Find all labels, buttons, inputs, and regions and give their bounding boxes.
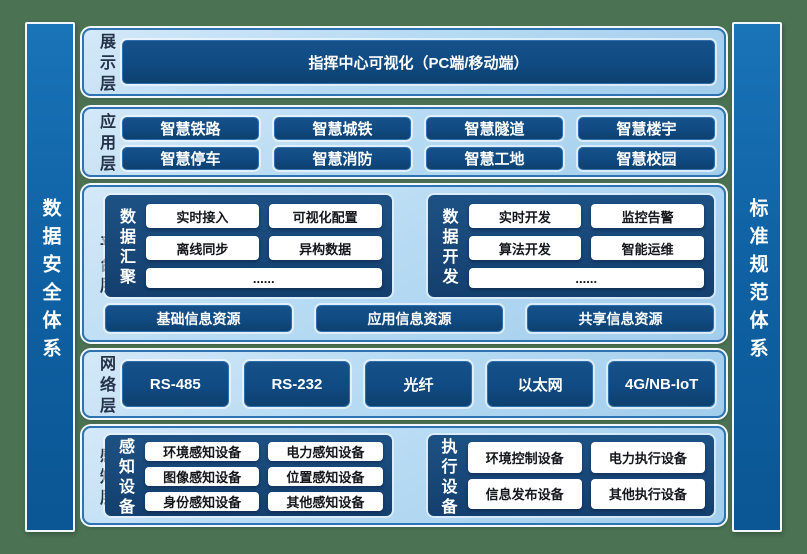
data-aggregation-label: 数据汇聚: [117, 208, 134, 288]
execution-devices-group: 执行设备 环境控制设备 电力执行设备 信息发布设备 其他执行设备: [427, 435, 714, 518]
data-aggregation-grid: 实时接入 可视化配置 离线同步 异构数据 ......: [146, 204, 382, 288]
sensing-box-environment: 环境感知设备: [145, 442, 260, 461]
resource-box-application-info: 应用信息资源: [316, 305, 503, 332]
network-box-4g-nb-iot: 4G/NB-IoT: [608, 361, 715, 407]
development-box-ellipsis: ......: [468, 268, 704, 288]
execution-box-other-execution: 其他执行设备: [590, 478, 705, 509]
perception-layer-content: 感知设备 环境感知设备 电力感知设备 图像感知设备 位置感知设备 身份感知设备 …: [105, 435, 714, 518]
information-resources-row: 基础信息资源 应用信息资源 共享信息资源: [105, 305, 714, 332]
resource-box-basic-info: 基础信息资源: [105, 305, 292, 332]
execution-box-info-publishing: 信息发布设备: [467, 478, 582, 509]
execution-box-power-execution: 电力执行设备: [590, 442, 705, 473]
sensing-box-identity: 身份感知设备: [145, 492, 260, 511]
app-box-smart-parking: 智慧停车: [122, 147, 259, 170]
network-layer-panel: 网络层 RS-485 RS-232 光纤 以太网 4G/NB-IoT: [82, 350, 726, 418]
standards-system-label: 标准规范体系: [746, 197, 768, 366]
aggregation-box-visual-config: 可视化配置: [268, 204, 382, 228]
development-box-algorithm-dev: 算法开发: [468, 236, 582, 260]
sensing-devices-grid: 环境感知设备 电力感知设备 图像感知设备 位置感知设备 身份感知设备 其他感知设…: [145, 442, 383, 511]
platform-layer-content: 数据汇聚 实时接入 可视化配置 离线同步 异构数据 ...... 数据开发 实时…: [105, 195, 714, 332]
sensing-box-power: 电力感知设备: [268, 442, 383, 461]
sensing-box-position: 位置感知设备: [268, 467, 383, 486]
development-box-intelligent-ops: 智能运维: [591, 236, 704, 260]
display-layer-content: 指挥中心可视化（PC端/移动端）: [122, 40, 715, 84]
display-layer-label: 展示层: [97, 33, 114, 96]
resource-box-shared-info: 共享信息资源: [527, 305, 714, 332]
aggregation-box-ellipsis: ......: [146, 268, 382, 288]
app-box-smart-fire: 智慧消防: [274, 147, 411, 170]
application-layer-label: 应用层: [97, 113, 114, 176]
app-box-smart-metro: 智慧城铁: [274, 117, 411, 140]
data-development-group: 数据开发 实时开发 监控告警 算法开发 智能运维 ......: [427, 195, 714, 297]
data-security-system-label: 数据安全体系: [39, 197, 61, 366]
network-box-ethernet: 以太网: [486, 361, 594, 407]
development-box-realtime-dev: 实时开发: [468, 204, 582, 228]
data-development-grid: 实时开发 监控告警 算法开发 智能运维 ......: [468, 204, 704, 288]
execution-devices-label: 执行设备: [438, 437, 456, 518]
application-layer-content: 智慧铁路 智慧城铁 智慧隧道 智慧楼宇 智慧停车 智慧消防 智慧工地 智慧校园: [122, 117, 715, 170]
development-box-monitor-alert: 监控告警: [591, 204, 704, 228]
platform-groups: 数据汇聚 实时接入 可视化配置 离线同步 异构数据 ...... 数据开发 实时…: [105, 195, 714, 297]
network-box-rs485: RS-485: [122, 361, 229, 407]
data-security-system-bar: 数据安全体系: [25, 22, 75, 532]
app-box-smart-site: 智慧工地: [426, 147, 563, 170]
execution-devices-grid: 环境控制设备 电力执行设备 信息发布设备 其他执行设备: [467, 442, 705, 509]
sensing-devices-group: 感知设备 环境感知设备 电力感知设备 图像感知设备 位置感知设备 身份感知设备 …: [105, 435, 392, 518]
network-layer-label: 网络层: [97, 355, 114, 418]
platform-layer-panel: 平台层 数据汇聚 实时接入 可视化配置 离线同步 异构数据 ...... 数据开…: [82, 185, 726, 342]
display-layer-panel: 展示层 指挥中心可视化（PC端/移动端）: [82, 28, 726, 96]
network-layer-content: RS-485 RS-232 光纤 以太网 4G/NB-IoT: [122, 361, 715, 407]
network-box-fiber: 光纤: [365, 361, 472, 407]
application-layer-panel: 应用层 智慧铁路 智慧城铁 智慧隧道 智慧楼宇 智慧停车 智慧消防 智慧工地 智…: [82, 107, 726, 177]
aggregation-box-heterogeneous-data: 异构数据: [268, 236, 382, 260]
app-box-smart-tunnel: 智慧隧道: [426, 117, 563, 140]
data-development-label: 数据开发: [439, 208, 457, 288]
aggregation-box-offline-sync: 离线同步: [146, 236, 259, 260]
sensing-devices-label: 感知设备: [116, 437, 133, 518]
command-center-visualization-box: 指挥中心可视化（PC端/移动端）: [122, 40, 715, 84]
standards-system-bar: 标准规范体系: [732, 22, 782, 532]
app-box-smart-building: 智慧楼宇: [578, 117, 715, 140]
network-box-rs232: RS-232: [243, 361, 351, 407]
sensing-box-image: 图像感知设备: [145, 467, 260, 486]
aggregation-box-realtime-access: 实时接入: [146, 204, 259, 228]
perception-layer-panel: 感知层 感知设备 环境感知设备 电力感知设备 图像感知设备 位置感知设备 身份感…: [82, 426, 726, 525]
app-box-smart-campus: 智慧校园: [578, 147, 715, 170]
sensing-box-other: 其他感知设备: [268, 492, 383, 511]
execution-box-environment-control: 环境控制设备: [467, 442, 582, 473]
data-aggregation-group: 数据汇聚 实时接入 可视化配置 离线同步 异构数据 ......: [105, 195, 392, 297]
app-box-smart-railway: 智慧铁路: [122, 117, 259, 140]
